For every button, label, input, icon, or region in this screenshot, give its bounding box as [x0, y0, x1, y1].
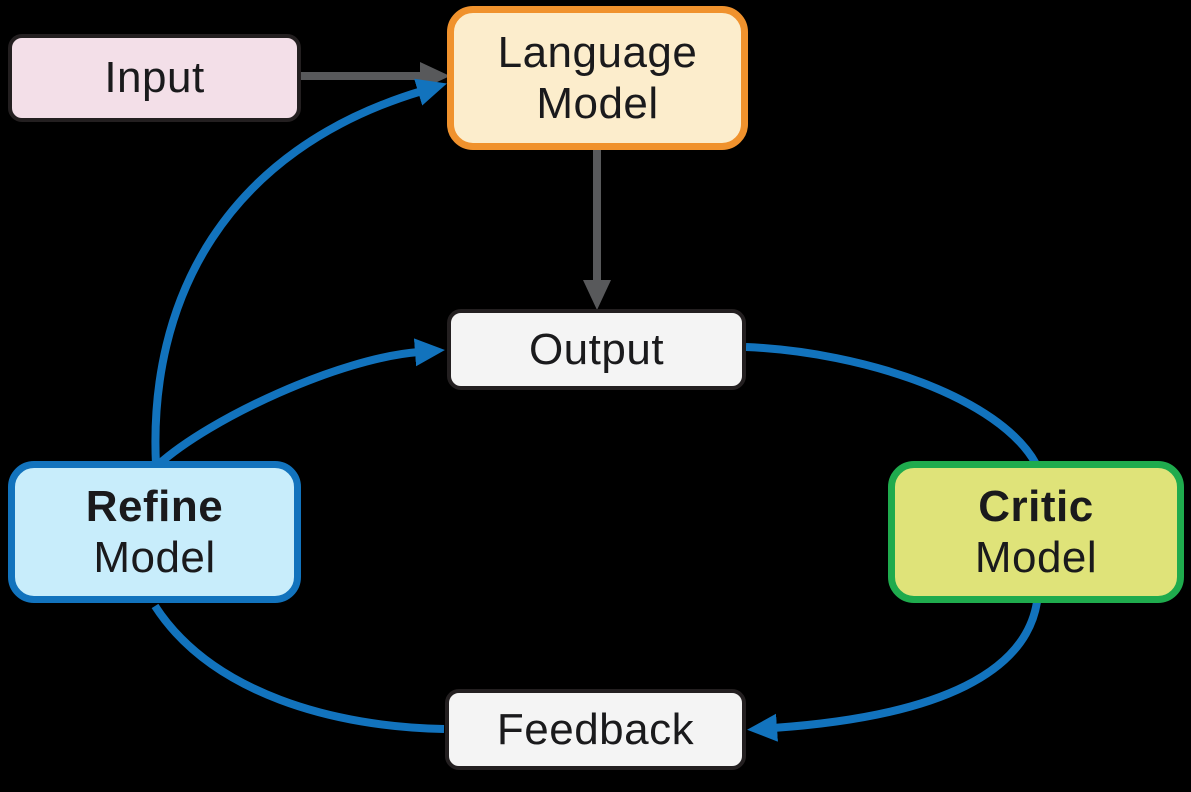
node-feedback-label: Feedback — [496, 704, 695, 754]
node-language-model-label-line1: Language — [497, 27, 698, 77]
node-refine-model-label-line2: Model — [93, 533, 216, 582]
node-critic-model: Critic Model — [888, 461, 1184, 603]
node-feedback: Feedback — [445, 689, 746, 770]
node-output: Output — [447, 309, 746, 390]
node-critic-model-label-line1: Critic — [978, 481, 1094, 531]
edge-critic-model-to-feedback — [747, 601, 1041, 742]
edge-refine-model-to-output — [155, 338, 445, 468]
node-language-model: Language Model — [447, 6, 748, 150]
edge-output-to-critic-model — [745, 343, 1040, 466]
edge-feedback-to-refine-model — [151, 603, 445, 733]
node-critic-model-label-line2: Model — [974, 533, 1098, 582]
node-language-model-label-line2: Model — [536, 79, 659, 128]
node-refine-model: Refine Model — [8, 461, 301, 603]
node-refine-model-label-line1: Refine — [85, 481, 224, 531]
node-input: Input — [8, 34, 301, 122]
node-input-label: Input — [104, 53, 205, 103]
node-output-label: Output — [528, 324, 665, 374]
edge-refine-model-to-language-model — [151, 78, 447, 466]
